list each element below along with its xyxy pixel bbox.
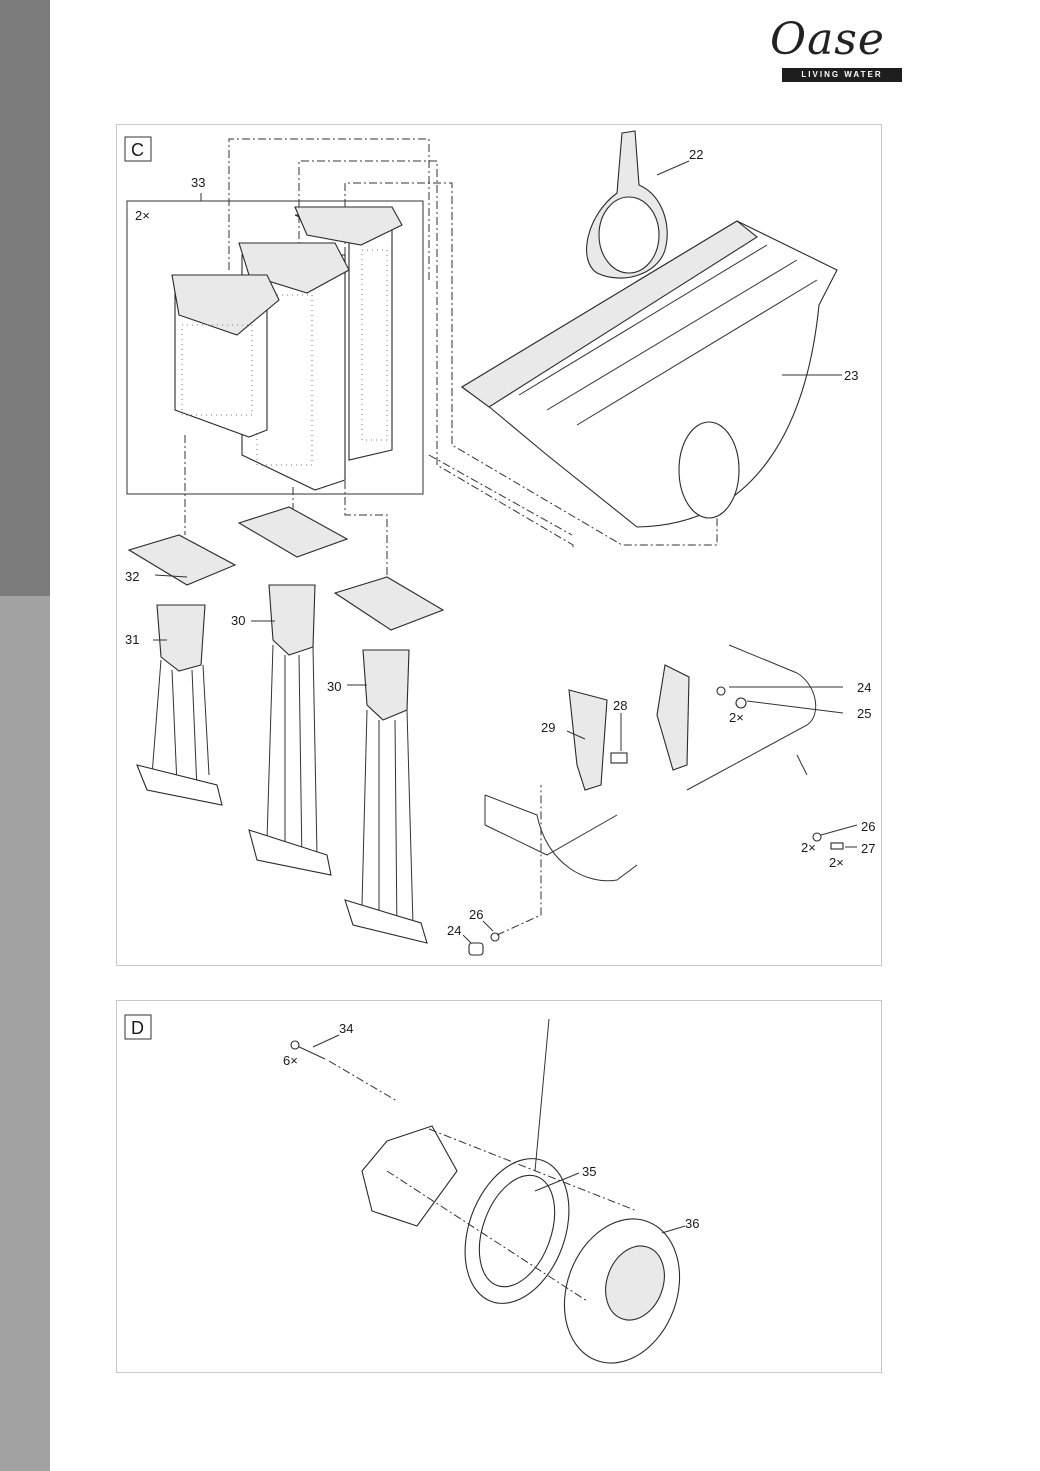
sidebar-dark-band — [0, 0, 50, 596]
leader-34 — [312, 1034, 340, 1048]
routing-line-d3 — [386, 1170, 588, 1302]
leader-35 — [534, 1172, 580, 1192]
label-30b: 30 — [327, 679, 341, 694]
sidebar-light-band — [0, 596, 50, 1471]
leader-24b — [462, 934, 472, 944]
panel-c-letter-box — [124, 136, 152, 162]
cartridge-base-3 — [333, 576, 445, 631]
routing-line-7 — [344, 465, 388, 575]
nut-24b — [468, 942, 484, 956]
label-26b: 26 — [469, 907, 483, 922]
panel-d-letter: D — [131, 1018, 144, 1038]
gasket-part — [361, 1125, 458, 1227]
leader-36 — [661, 1225, 686, 1234]
label-24a: 24 — [857, 680, 871, 695]
stand-30-middle — [248, 584, 332, 876]
leader-26a — [820, 824, 858, 836]
oase-logo: Oase LIVING WATER — [770, 14, 910, 84]
filter-cartridge-middle — [238, 242, 350, 491]
cartridge-base-2 — [237, 506, 349, 558]
routing-line-4 — [428, 454, 573, 536]
qty-27: 2× — [829, 855, 844, 870]
lid-handle-part — [586, 130, 668, 279]
washer-26a — [812, 832, 822, 842]
filter-cartridge-front — [171, 274, 280, 438]
panel-d-letter-box — [124, 1014, 152, 1040]
label-26a: 26 — [861, 819, 875, 834]
label-32: 32 — [125, 569, 139, 584]
panel-c: C 2× 33 — [116, 124, 882, 966]
stand-30-front — [344, 649, 428, 944]
label-29: 29 — [541, 720, 555, 735]
label-33: 33 — [191, 175, 205, 190]
logo-tagline: LIVING WATER — [782, 68, 902, 82]
routing-line-1 — [228, 138, 430, 280]
panel-c-drawing: C 2× 33 — [124, 130, 875, 956]
leader-26b — [482, 920, 494, 932]
label-27: 27 — [861, 841, 875, 856]
screw-27 — [830, 842, 844, 850]
label-30a: 30 — [231, 613, 245, 628]
routing-line-3 — [344, 182, 718, 546]
qty-26: 2× — [801, 840, 816, 855]
panel-d: D 34 6× 35 36 — [116, 1000, 882, 1373]
panel-c-letter: C — [131, 140, 144, 160]
bracket-29 — [568, 689, 608, 791]
qty-34: 6× — [283, 1053, 298, 1068]
bracket-right — [656, 664, 690, 771]
panel-d-drawing: D 34 6× 35 36 — [124, 1014, 699, 1364]
leader-29 — [566, 730, 586, 740]
screw-34 — [290, 1040, 326, 1060]
qty-25: 2× — [729, 710, 744, 725]
logo-wordmark: Oase — [770, 14, 885, 65]
cartridge-group-qty: 2× — [135, 208, 150, 223]
label-31: 31 — [125, 632, 139, 647]
routing-line-8 — [496, 785, 542, 936]
leader-22 — [656, 160, 690, 176]
screw-28 — [610, 752, 628, 764]
nut-24a — [716, 686, 726, 696]
cartridge-base-1 — [127, 534, 237, 586]
stand-31 — [136, 604, 223, 806]
routing-line-d2 — [428, 1128, 638, 1212]
leader-25 — [746, 700, 844, 714]
label-35: 35 — [582, 1164, 596, 1179]
cartridge-group-box — [126, 200, 424, 495]
washer-25 — [735, 697, 747, 709]
basin-wall-line — [534, 1018, 550, 1172]
label-28: 28 — [613, 698, 627, 713]
label-34: 34 — [339, 1021, 353, 1036]
trough-part — [461, 220, 838, 528]
flange-35 — [464, 1158, 570, 1304]
basin-outline-right — [686, 644, 817, 791]
label-24b: 24 — [447, 923, 461, 938]
leader-32 — [154, 574, 188, 578]
label-36: 36 — [685, 1216, 699, 1231]
routing-line-2 — [298, 160, 574, 549]
label-25: 25 — [857, 706, 871, 721]
basin-outline-left — [484, 794, 638, 882]
routing-line-d1 — [328, 1060, 398, 1102]
filter-cartridge-back — [294, 206, 403, 461]
label-22: 22 — [689, 147, 703, 162]
strainer-36 — [563, 1218, 681, 1364]
label-23: 23 — [844, 368, 858, 383]
